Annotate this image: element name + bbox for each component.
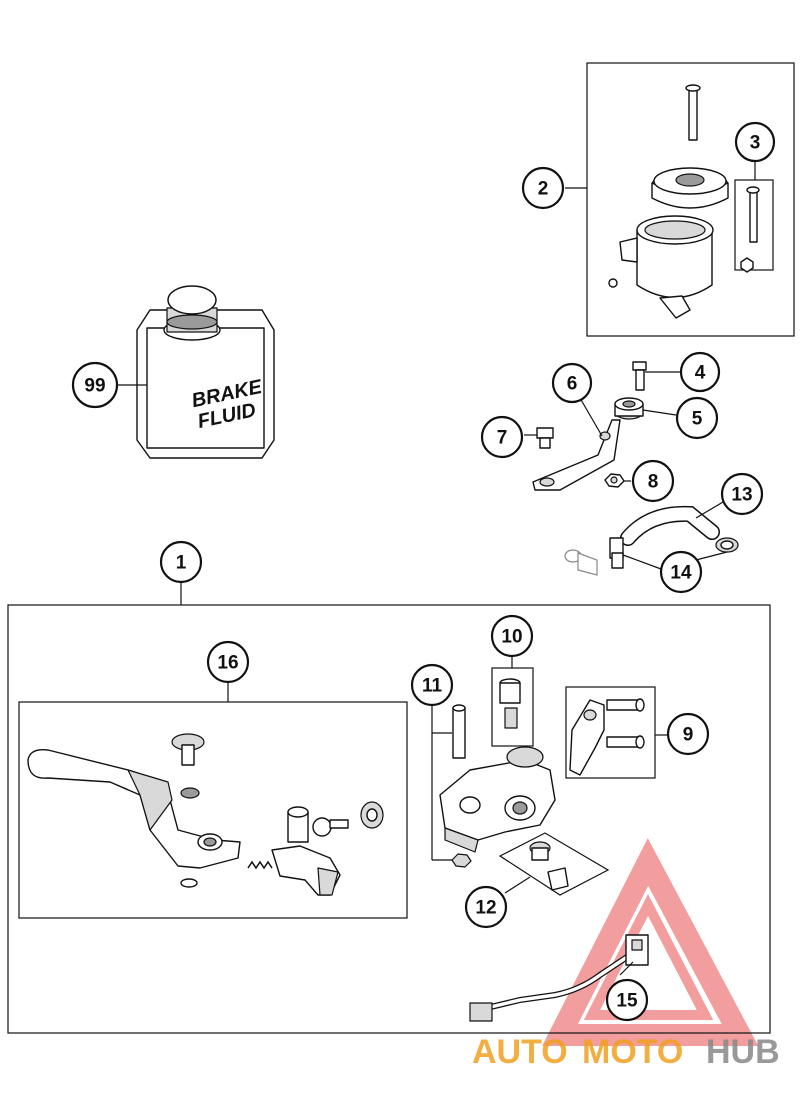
callout-14: 14 <box>659 550 703 594</box>
watermark-part2: MOTO <box>582 1033 683 1071</box>
callout-2: 2 <box>521 166 565 210</box>
svg-text:1: 1 <box>176 553 187 574</box>
bracket-screw <box>536 427 554 449</box>
lever-spring <box>247 860 273 870</box>
hose-fitting <box>564 549 598 576</box>
svg-text:14: 14 <box>670 563 692 584</box>
watermark-part1: AUTO <box>472 1033 568 1071</box>
reservoir-body <box>608 215 714 319</box>
callout-3: 3 <box>734 121 776 163</box>
adjuster-pin <box>312 817 349 837</box>
handlebar-clamp <box>569 699 605 776</box>
svg-text:99: 99 <box>84 376 105 397</box>
clamp-bolt-lower <box>606 735 645 749</box>
clamp-bolt-upper <box>606 698 645 712</box>
reservoir-bracket <box>532 419 621 491</box>
brake-lever <box>27 749 241 869</box>
reservoir-cap <box>651 167 729 209</box>
piston-kit <box>499 678 521 729</box>
svg-text:15: 15 <box>616 991 638 1012</box>
callout-15: 15 <box>605 978 649 1022</box>
brake-light-switch <box>469 934 649 1022</box>
pivot-nut <box>451 853 472 868</box>
callout-12: 12 <box>464 885 508 929</box>
master-cylinder-body <box>439 746 556 853</box>
callout-6: 6 <box>551 362 593 404</box>
reservoir-bolt <box>685 84 701 141</box>
brake-hose <box>620 505 720 546</box>
adjuster-nut <box>360 801 384 829</box>
svg-text:4: 4 <box>695 363 706 384</box>
lever-adjuster-knob <box>171 733 205 766</box>
svg-text:13: 13 <box>731 485 752 506</box>
watermark-part3: HUB <box>706 1033 780 1071</box>
callout-11: 11 <box>410 663 454 707</box>
fitting-sub-box <box>498 832 610 896</box>
callout-5: 5 <box>675 396 719 440</box>
reservoir-group-box <box>586 62 795 337</box>
hose-clamp-lower <box>609 537 624 569</box>
svg-text:7: 7 <box>497 428 508 449</box>
svg-text:6: 6 <box>567 374 578 395</box>
master-cylinder-group-box <box>7 604 771 1034</box>
svg-text:3: 3 <box>750 133 761 154</box>
svg-text:5: 5 <box>692 409 703 430</box>
screw-sub-box <box>734 179 774 271</box>
lever-washer <box>180 787 200 799</box>
svg-text:11: 11 <box>422 676 443 697</box>
pivot-sleeve <box>287 806 309 843</box>
bracket-bolt <box>632 361 647 391</box>
leader-lines <box>117 161 756 976</box>
callout-7: 7 <box>480 415 524 459</box>
lever-group-box <box>18 701 408 919</box>
svg-text:2: 2 <box>538 179 549 200</box>
svg-text:8: 8 <box>648 472 659 493</box>
watermark-triangle-logo <box>542 838 759 1046</box>
circlip <box>180 878 198 888</box>
callout-8: 8 <box>631 459 675 503</box>
rubber-grommet <box>614 397 644 420</box>
svg-text:9: 9 <box>683 725 694 746</box>
hose-clamp-upper <box>715 537 739 553</box>
callout-10: 10 <box>490 614 534 658</box>
svg-text:12: 12 <box>475 898 496 919</box>
callout-16: 16 <box>206 640 250 684</box>
callout-9: 9 <box>666 712 710 756</box>
bleed-fitting <box>529 841 569 891</box>
callout-4: 4 <box>679 351 721 393</box>
callout-99: 99 <box>71 361 119 409</box>
callout-1: 1 <box>159 540 203 584</box>
watermark-text: AUTO MOTO HUB <box>472 1033 780 1071</box>
pivot-bolt <box>452 704 466 759</box>
clamp-group-box <box>565 686 656 779</box>
reservoir-screw <box>740 186 760 273</box>
brake-fluid-bottle: BRAKE FLUID <box>136 285 275 459</box>
callout-13: 13 <box>720 472 764 516</box>
lever-pivot-block <box>271 845 341 896</box>
svg-text:16: 16 <box>217 653 238 674</box>
bracket-nut <box>604 473 625 488</box>
svg-text:10: 10 <box>501 627 522 648</box>
